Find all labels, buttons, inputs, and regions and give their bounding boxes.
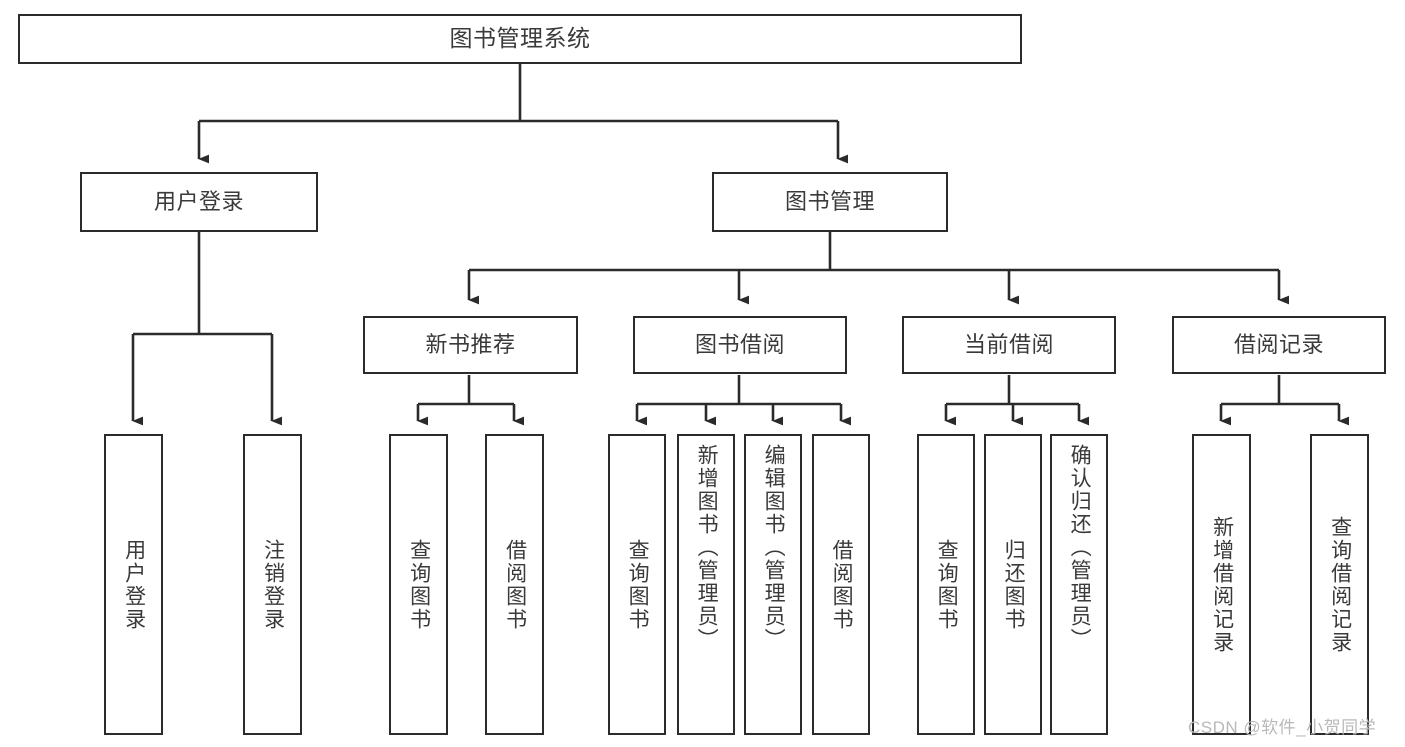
leaf-book-borrow-add-book-admin[interactable]: 新增图书（管理员） — [677, 434, 735, 735]
node-label: 图书管理系统 — [449, 25, 591, 52]
node-new-book-recommend[interactable]: 新书推荐 — [363, 316, 578, 374]
node-label: 新书推荐 — [425, 331, 516, 357]
leaf-user-login-login[interactable]: 用户登录 — [104, 434, 163, 735]
node-book-management[interactable]: 图书管理 — [712, 172, 948, 232]
csdn-watermark: CSDN @软件_小贺同学 — [1188, 718, 1377, 737]
leaf-new-book-query-books[interactable]: 查询图书 — [389, 434, 448, 735]
leaf-current-borrow-query-books[interactable]: 查询图书 — [917, 434, 975, 735]
node-label: 归还图书 — [1002, 538, 1026, 631]
node-label: 新增借阅记录 — [1210, 515, 1234, 654]
node-label: 用户登录 — [153, 188, 244, 214]
node-label: 编辑图书（管理员） — [762, 444, 786, 651]
node-label: 确认归还（管理员） — [1068, 444, 1092, 651]
node-current-borrow[interactable]: 当前借阅 — [902, 316, 1116, 374]
node-label: 查询图书 — [407, 538, 431, 631]
leaf-user-login-logout[interactable]: 注销登录 — [243, 434, 302, 735]
node-label: 图书借阅 — [694, 331, 785, 357]
leaf-current-borrow-confirm-return-admin[interactable]: 确认归还（管理员） — [1050, 434, 1108, 735]
node-label: 查询图书 — [935, 538, 959, 631]
node-label: 用户登录 — [122, 538, 146, 631]
leaf-borrow-record-add-record[interactable]: 新增借阅记录 — [1192, 434, 1251, 735]
leaf-borrow-record-query-record[interactable]: 查询借阅记录 — [1310, 434, 1369, 735]
leaf-current-borrow-return-books[interactable]: 归还图书 — [984, 434, 1042, 735]
node-book-borrow[interactable]: 图书借阅 — [633, 316, 847, 374]
node-label: 注销登录 — [261, 538, 285, 631]
leaf-book-borrow-query-books[interactable]: 查询图书 — [608, 434, 666, 735]
node-label: 新增图书（管理员） — [695, 444, 719, 651]
node-label: 借阅图书 — [503, 538, 527, 631]
leaf-book-borrow-borrow-books[interactable]: 借阅图书 — [812, 434, 870, 735]
node-label: 查询借阅记录 — [1328, 515, 1352, 654]
node-borrow-record[interactable]: 借阅记录 — [1172, 316, 1386, 374]
leaf-new-book-borrow-books[interactable]: 借阅图书 — [485, 434, 544, 735]
node-label: 当前借阅 — [963, 331, 1054, 357]
node-label: 图书管理 — [784, 188, 875, 214]
node-label: 借阅记录 — [1233, 331, 1324, 357]
node-label: 查询图书 — [626, 538, 650, 631]
node-user-login[interactable]: 用户登录 — [80, 172, 318, 232]
node-root-system[interactable]: 图书管理系统 — [18, 14, 1022, 64]
node-label: 借阅图书 — [830, 538, 854, 631]
leaf-book-borrow-edit-book-admin[interactable]: 编辑图书（管理员） — [744, 434, 802, 735]
